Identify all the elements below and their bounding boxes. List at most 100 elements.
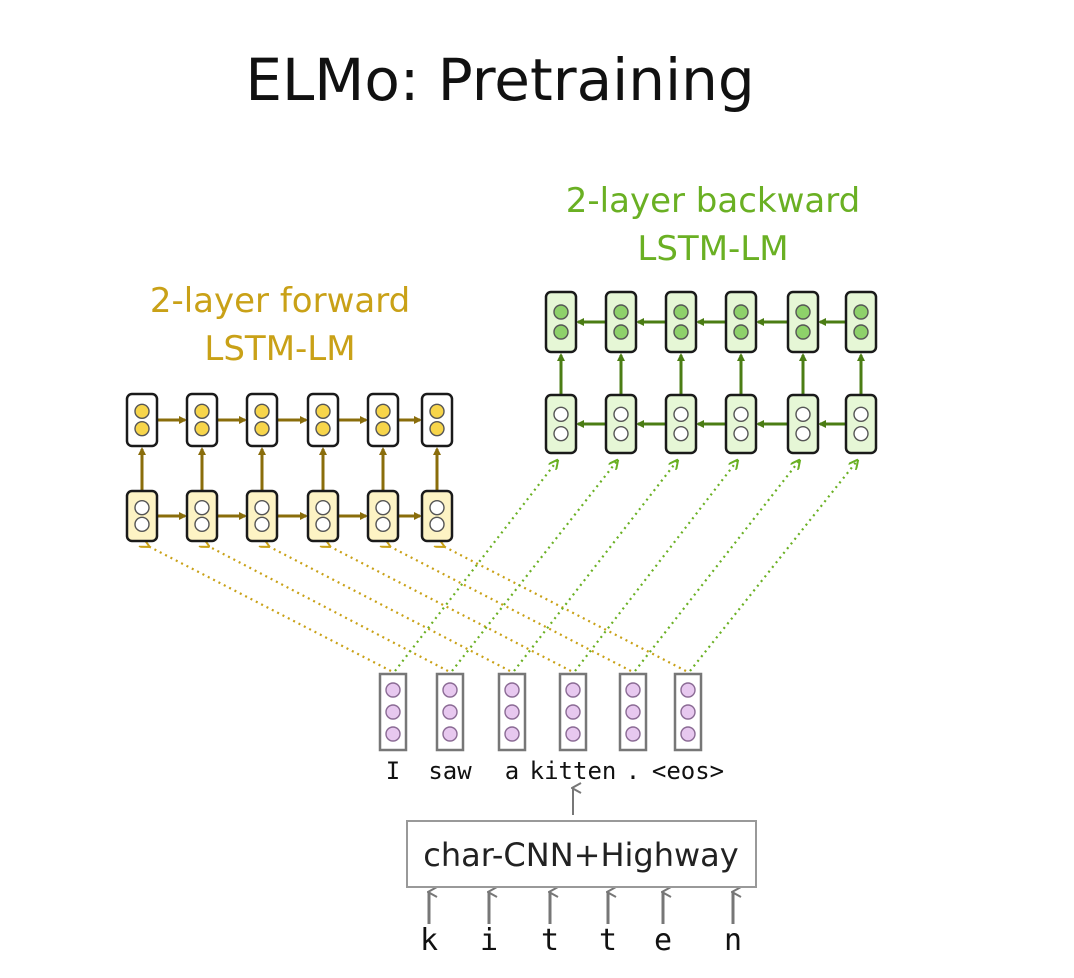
embedding-unit [625,704,641,720]
forward-bottom-unit [254,499,270,516]
forward-bottom-cell [306,489,340,543]
backward-top-unit [795,304,811,320]
char-label: i [480,923,498,958]
backward-bottom-cell [544,393,578,455]
forward-bottom-cell [366,489,400,543]
backward-top-unit [853,324,869,340]
forward-top-unit [134,420,150,437]
embedding-unit [625,726,641,742]
forward-lm-label-line2: LSTM-LM [204,329,355,369]
char-label: k [420,923,438,958]
char-cnn-highway-label: char-CNN+Highway [423,836,738,874]
embedding-to-forward-connector [329,546,572,672]
backward-top-unit [733,304,749,320]
forward-bottom-cell [125,489,159,543]
forward-top-unit [375,420,391,437]
backward-top-unit [673,324,689,340]
forward-top-cell [420,392,454,448]
backward-top-unit [853,304,869,320]
backward-bottom-unit [553,425,569,442]
forward-bottom-unit [315,499,331,516]
forward-bottom-cell [245,489,279,543]
token-label: a [505,757,519,785]
embedding-unit [565,682,581,698]
forward-top-unit [194,403,210,420]
token-label: saw [428,757,472,785]
character-inputs: k i t t e n [420,923,742,958]
forward-top-cell [245,392,279,448]
forward-top-unit [429,420,445,437]
forward-top-unit [375,403,391,420]
embedding-unit [565,726,581,742]
embedding-to-forward-connector [208,546,449,672]
page-title: ELMo: Pretraining [245,46,754,114]
forward-top-cell [125,392,159,448]
forward-bottom-cell [185,489,219,543]
embedding-unit [442,704,458,720]
char-cnn-highway-box [406,820,757,888]
embedding-unit [385,704,401,720]
embedding-to-forward-connector [268,546,511,672]
backward-bottom-unit [613,425,629,442]
backward-top-cell [844,290,878,354]
embedding-unit [385,682,401,698]
embedding-unit [504,704,520,720]
forward-bottom-unit [194,516,210,533]
forward-top-unit [254,403,270,420]
backward-top-cell [724,290,758,354]
forward-top-cell [306,392,340,448]
char-label: t [599,923,617,958]
embedding-unit [625,682,641,698]
forward-bottom-cell [420,489,454,543]
backward-bottom-unit [795,406,811,423]
forward-bottom-unit [194,499,210,516]
char-label: t [541,923,559,958]
embedding-unit [385,726,401,742]
embedding-to-forward-connector [148,546,392,672]
backward-top-unit [673,304,689,320]
connections-layer [138,318,865,924]
forward-top-unit [315,403,331,420]
embedding-to-backward-connector [634,461,799,672]
embedding-to-backward-connector [689,461,857,672]
forward-top-cell [366,392,400,448]
backward-bottom-unit [733,425,749,442]
backward-bottom-unit [613,406,629,423]
char-label: e [654,923,672,958]
backward-top-cell [604,290,638,354]
forward-top-unit [194,420,210,437]
backward-top-unit [553,304,569,320]
backward-top-cell [544,290,578,354]
backward-top-cell [786,290,820,354]
embedding-to-forward-connector [443,546,687,672]
embedding-unit [680,682,696,698]
backward-top-unit [613,304,629,320]
backward-bottom-unit [795,425,811,442]
token-label: I [386,757,400,785]
token-label: <eos> [652,757,724,785]
embedding-unit [442,682,458,698]
embedding-unit [680,726,696,742]
backward-bottom-cell [786,393,820,455]
lstm-cells-layer [125,290,878,752]
forward-top-unit [254,420,270,437]
embedding-to-backward-connector [394,461,557,672]
forward-top-unit [134,403,150,420]
embedding-to-backward-connector [574,461,737,672]
backward-bottom-unit [673,406,689,423]
backward-lm-label-line2: LSTM-LM [637,229,788,269]
forward-bottom-unit [134,499,150,516]
forward-bottom-unit [375,499,391,516]
embedding-unit [565,704,581,720]
backward-lm-label-line1: 2-layer backward [566,181,860,221]
embedding-to-forward-connector [389,546,632,672]
backward-bottom-cell [844,393,878,455]
embedding-unit [442,726,458,742]
forward-bottom-unit [254,516,270,533]
backward-bottom-cell [724,393,758,455]
backward-bottom-unit [733,406,749,423]
backward-bottom-cell [604,393,638,455]
backward-bottom-unit [673,425,689,442]
forward-bottom-unit [429,499,445,516]
